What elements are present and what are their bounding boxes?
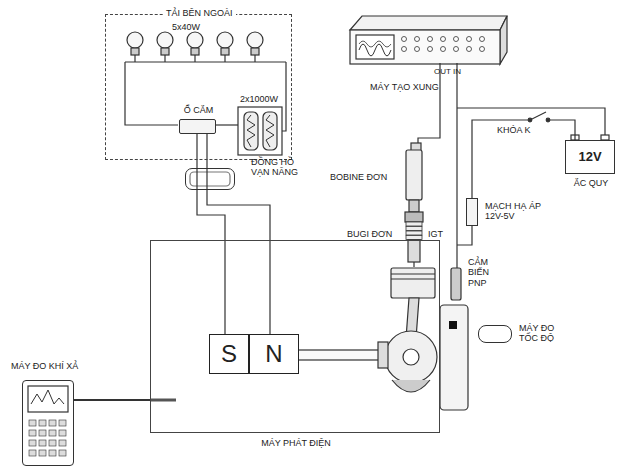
knob: [454, 47, 459, 52]
part-label: KHÓA K: [497, 125, 537, 135]
wire-connector: [197, 134, 225, 334]
bulb: [157, 32, 173, 48]
knob: [402, 47, 407, 52]
knob: [402, 37, 407, 42]
keypad-key: [59, 450, 66, 456]
keypad-key: [49, 440, 56, 446]
knob: [480, 37, 485, 42]
wire-connector: [472, 120, 575, 198]
keypad-key: [39, 430, 46, 436]
clamp-meter: ĐỒNG HỒ VẠN NĂNG: [185, 168, 235, 190]
insulator-rib: [406, 222, 422, 226]
part-label: IN: [453, 67, 467, 76]
insulator-rib: [406, 236, 422, 240]
part-label: BOBINE ĐƠN: [330, 172, 390, 182]
power-socket: Ổ CẮM: [179, 119, 216, 134]
node-label: 12V: [578, 150, 601, 165]
bulb: [127, 32, 143, 48]
keypad-key: [39, 450, 46, 456]
pnp-sensor: [451, 268, 461, 300]
node-label: ĐỒNG HỒ VẠN NĂNG: [251, 157, 309, 178]
heater-element: [244, 112, 258, 150]
bulb-base: [161, 48, 169, 55]
wire-connector: [74, 399, 150, 401]
magnet-pole: S: [209, 334, 249, 374]
voltage-regulator: MẠCH HẠ ÁP 12V-5V: [466, 198, 478, 226]
bulb: [247, 32, 263, 48]
keypad-key: [59, 420, 66, 426]
bulb: [217, 32, 233, 48]
keypad-key: [49, 420, 56, 426]
pulse-generator: [350, 16, 507, 64]
knob: [441, 47, 446, 52]
node-label: S: [221, 340, 237, 368]
magnet-pole: N: [249, 334, 299, 374]
node-label: MÁY TẠO XUNG: [370, 82, 480, 92]
node-label: Ổ CẮM: [168, 105, 229, 115]
keypad-key: [29, 420, 36, 426]
bulb-base: [251, 48, 259, 55]
battery: 12VẮC QUY: [565, 140, 615, 174]
analyzer-screen: [28, 386, 68, 412]
knob: [454, 37, 459, 42]
trigger-plate: [440, 305, 468, 410]
bulb-wire: [224, 55, 225, 62]
part-label: IGT: [428, 229, 448, 239]
part-label: OUT: [434, 67, 454, 76]
node-label: MẠCH HẠ ÁP 12V-5V: [485, 201, 549, 222]
knob: [441, 37, 446, 42]
bulb-base: [191, 48, 199, 55]
part-label: 5x40W: [172, 22, 212, 32]
knob: [480, 47, 485, 52]
bulb-row: [127, 32, 263, 62]
keypad-key: [59, 430, 66, 436]
bulb-wire: [164, 55, 165, 62]
part-label: 2x1000W: [240, 94, 284, 104]
knob: [428, 47, 433, 52]
knob: [467, 37, 472, 42]
speed-meter: MÁY ĐO TỐC ĐỘ: [478, 325, 512, 343]
pulse-generator: MÁY TẠO XUNG: [350, 16, 507, 66]
keypad-key: [49, 430, 56, 436]
node-label: MÁY ĐO TỐC ĐỘ: [519, 323, 571, 344]
bulb-base: [131, 48, 139, 55]
load-box: TẢI BÊN NGOÀIỔ CẮM: [105, 14, 292, 160]
insulator-rib: [406, 227, 422, 231]
generator-box: MÁY PHÁT ĐIỆNSN: [150, 240, 440, 433]
keypad-key: [29, 430, 36, 436]
bulb-wire: [254, 55, 255, 62]
part-label: CẢM BIẾN PNP: [468, 257, 498, 288]
bulb-wire: [194, 55, 195, 62]
bulb-wire: [134, 55, 135, 62]
keypad-key: [59, 440, 66, 446]
insulator-rib: [406, 231, 422, 235]
heater-frame: [238, 107, 282, 155]
keypad-key: [29, 450, 36, 456]
node-label: MÁY PHÁT ĐIỆN: [151, 438, 441, 448]
exhaust-analyzer: MÁY ĐO KHÍ XẢ: [22, 380, 74, 466]
node-label: TẢI BÊN NGOÀI: [163, 8, 236, 18]
knob: [415, 47, 420, 52]
node-label: ẮC QUY: [566, 178, 616, 188]
ignition-coil: [406, 143, 422, 212]
part-label: BUGI ĐƠN: [347, 229, 397, 239]
bulb-base: [221, 48, 229, 55]
heater-element: [263, 112, 277, 150]
engine-piston-crank: [296, 268, 437, 392]
bulb: [187, 32, 203, 48]
knob: [467, 47, 472, 52]
node-label: MÁY ĐO KHÍ XẢ: [11, 361, 101, 371]
node-label: N: [265, 340, 282, 368]
keypad-key: [39, 440, 46, 446]
keypad-key: [39, 420, 46, 426]
knob: [428, 37, 433, 42]
keypad-key: [29, 440, 36, 446]
knob: [415, 37, 420, 42]
keypad-key: [49, 450, 56, 456]
